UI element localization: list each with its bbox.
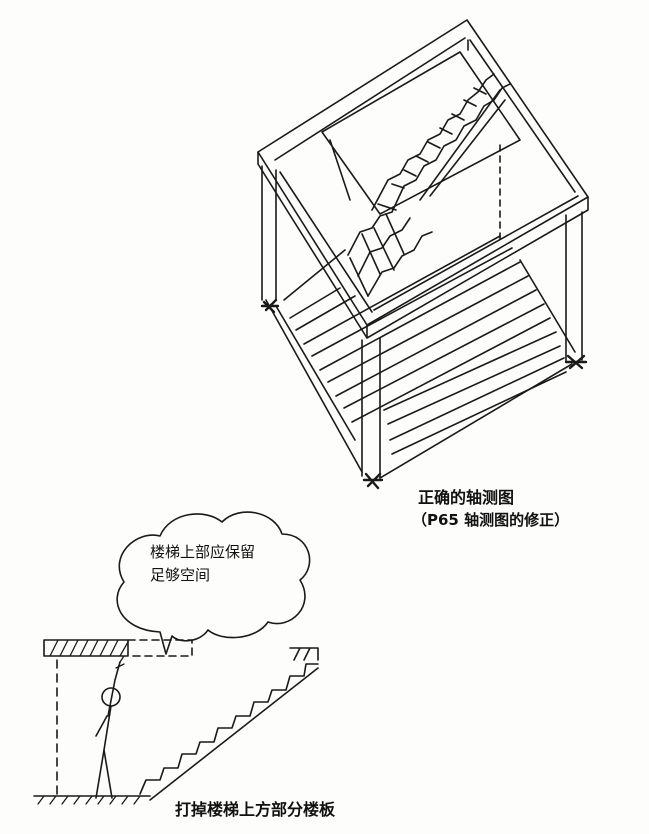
ground-hatch [37, 795, 141, 805]
axonometric-subtitle: （P65 轴测图的修正） [412, 511, 570, 529]
stick-figure [95, 655, 125, 799]
lower-stair-flight [347, 211, 433, 297]
axonometric-drawing [257, 19, 589, 490]
top-landing [289, 647, 319, 661]
upper-stair-flight [371, 73, 511, 213]
bubble-line-1: 楼梯上部应保留 [150, 543, 256, 561]
bubble-line-2: 足够空间 [150, 566, 211, 584]
axonometric-caption: 正确的轴测图 （P65 轴测图的修正） [412, 487, 569, 531]
thought-bubble [116, 511, 311, 655]
stair-steps [139, 663, 319, 795]
bottom-slab-outline [265, 249, 576, 479]
removed-slab-dashed [127, 639, 193, 657]
floor-plank-lines [289, 235, 567, 455]
upper-slab-hatch [49, 639, 129, 657]
stair-section-sketch [33, 639, 319, 805]
top-slab-edge [257, 151, 589, 339]
column-base-hatches [260, 298, 588, 490]
axonometric-title: 正确的轴测图 [418, 488, 515, 507]
top-slab-inner-band [274, 37, 579, 313]
upper-slab [43, 639, 129, 657]
column-left [261, 165, 277, 301]
bottom-caption: 打掉楼梯上方部分楼板 [175, 800, 336, 819]
bubble-caption: 楼梯上部应保留 足够空间 [150, 541, 255, 587]
stair-underside [149, 667, 319, 801]
stair-opening [321, 51, 521, 215]
